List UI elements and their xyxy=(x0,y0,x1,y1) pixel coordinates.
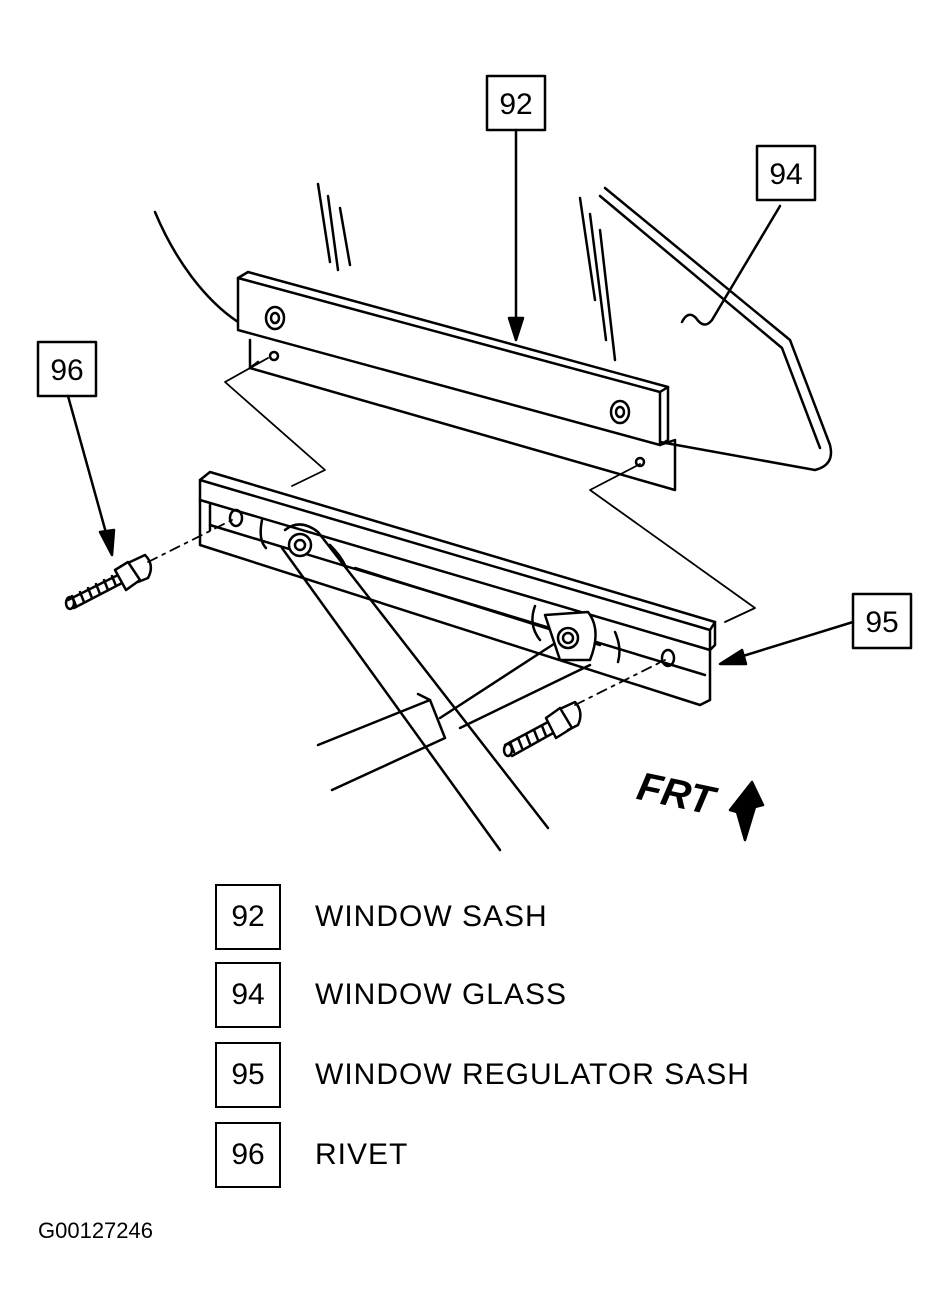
legend-label: WINDOW GLASS xyxy=(315,978,568,1011)
legend-label: WINDOW SASH xyxy=(315,900,548,933)
legend-number-box: 94 xyxy=(215,962,281,1028)
callout-92-number: 92 xyxy=(499,88,532,121)
rivet-left xyxy=(64,553,153,611)
callout-94 xyxy=(680,144,817,326)
callout-96-number: 96 xyxy=(50,354,83,387)
legend-row-95: 95 WINDOW REGULATOR SASH xyxy=(215,1040,750,1110)
legend-number-box: 96 xyxy=(215,1122,281,1188)
legend-number-box: 92 xyxy=(215,884,281,950)
window-glass xyxy=(153,182,833,472)
callout-96 xyxy=(36,340,116,557)
callout-94-number: 94 xyxy=(769,158,802,191)
legend-label: WINDOW REGULATOR SASH xyxy=(315,1058,750,1091)
exploded-diagram: 92 94 96 95 FRT xyxy=(36,74,913,852)
legend-label: RIVET xyxy=(315,1138,409,1171)
callout-92 xyxy=(485,74,547,342)
legend-row-96: 96 RIVET xyxy=(215,1120,408,1190)
callout-95 xyxy=(718,592,913,666)
legend-row-92: 92 WINDOW SASH xyxy=(215,882,548,952)
alignment-lines xyxy=(147,357,756,706)
figure-id: G00127246 xyxy=(38,1218,153,1243)
legend-row-94: 94 WINDOW GLASS xyxy=(215,960,567,1030)
window-regulator-sash xyxy=(198,470,717,707)
callout-95-number: 95 xyxy=(865,606,898,639)
front-direction-arrow xyxy=(728,780,765,842)
rivet-right xyxy=(502,700,582,758)
legend-number-box: 95 xyxy=(215,1042,281,1108)
window-sash xyxy=(236,270,677,492)
front-direction-label: FRT xyxy=(633,764,721,824)
regulator-arms xyxy=(280,523,597,852)
